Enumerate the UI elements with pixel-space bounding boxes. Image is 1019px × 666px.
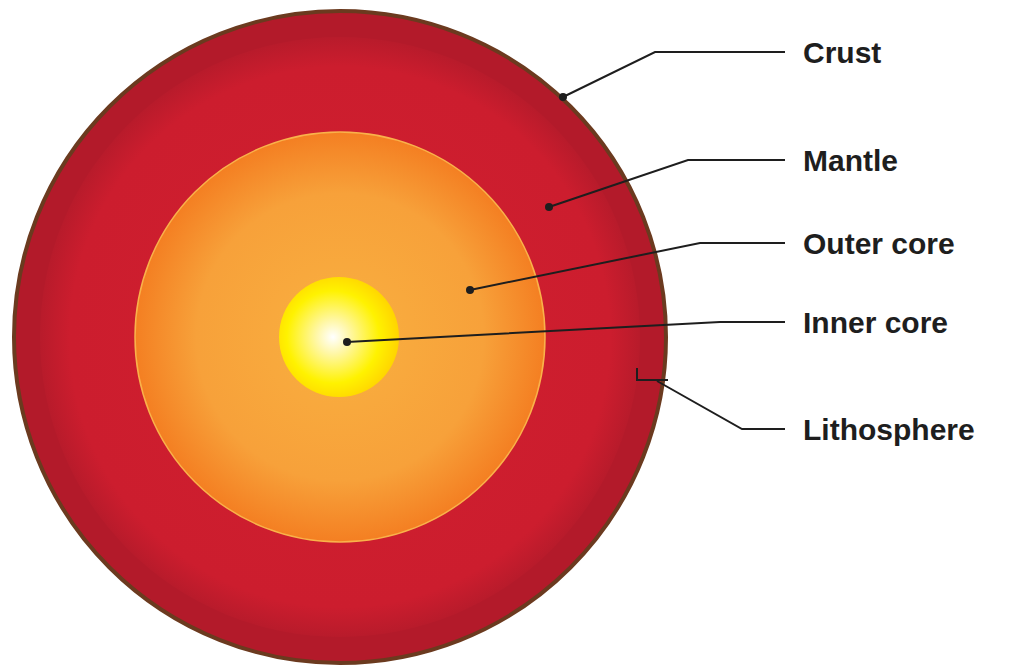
part-label: Mantle bbox=[803, 144, 898, 177]
leader-lines bbox=[347, 52, 785, 429]
mantle-circle bbox=[40, 37, 640, 637]
part-label: Outer core bbox=[803, 227, 955, 260]
leader-dot bbox=[466, 286, 474, 294]
part-label: Crust bbox=[803, 36, 881, 69]
crust-leader bbox=[563, 52, 785, 97]
part-label: Inner core bbox=[803, 306, 948, 339]
lithosphere-leader bbox=[657, 381, 785, 429]
inner-core-leader bbox=[347, 322, 785, 342]
leader-dot bbox=[343, 338, 351, 346]
part-label: Lithosphere bbox=[803, 413, 975, 446]
lithosphere-bracket bbox=[637, 368, 668, 380]
outer-core-circle bbox=[135, 132, 545, 542]
leader-dots bbox=[343, 93, 567, 346]
leader-dot bbox=[545, 203, 553, 211]
mantle-leader bbox=[549, 160, 785, 207]
outer-core-leader bbox=[470, 243, 785, 290]
leader-dot bbox=[559, 93, 567, 101]
crust-circle bbox=[14, 11, 666, 663]
inner-core-circle bbox=[279, 277, 399, 397]
